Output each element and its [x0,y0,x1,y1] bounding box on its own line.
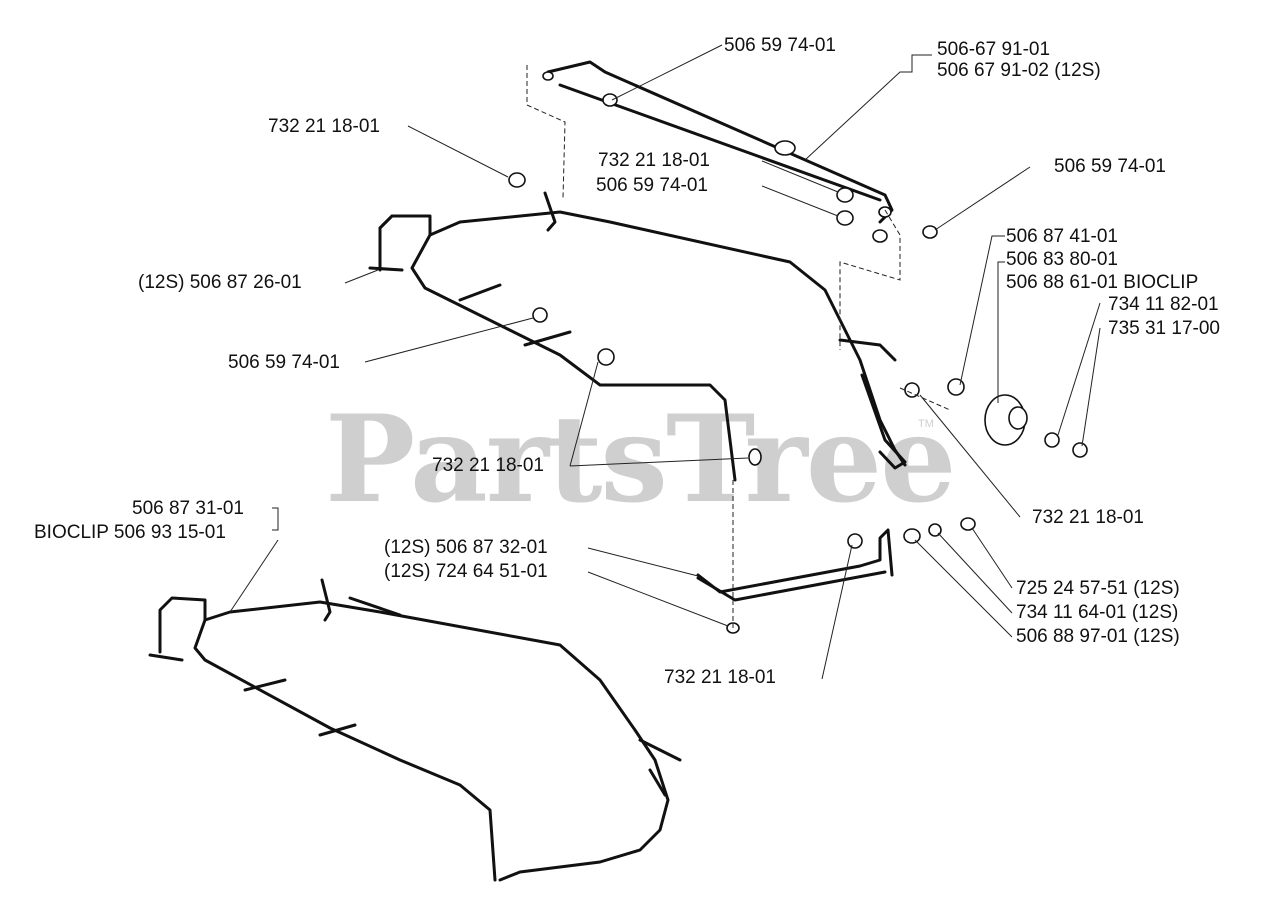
label-screw-12s: (12S) 724 64 51-01 [384,561,548,582]
label-bolt-mid: 506 59 74-01 [596,175,708,196]
label-rail-a: 506-67 91-01 [937,39,1051,60]
label-washer-a: 734 11 82-01 [1108,294,1219,315]
lower-frame [148,578,682,882]
roller-assembly [904,378,1088,458]
leader-lines [229,44,1101,680]
label-top-bolt: 506 59 74-01 [724,35,836,56]
label-nut-bottom: 732 21 18-01 [664,667,776,688]
label-locknut: 735 31 17-00 [1108,318,1220,339]
label-frame-lower: 506 87 31-01 [132,498,244,519]
assembly-lines [526,65,951,628]
label-bolt-right: 506 59 74-01 [1054,156,1166,177]
label-rail-b: 506 67 91-02 (12S) [937,60,1101,81]
label-nut-center: 732 21 18-01 [432,455,544,476]
label-bolt-left: 506 59 74-01 [228,352,340,373]
trademark-mark: TM [918,418,934,430]
label-nut-roller: 732 21 18-01 [1032,507,1144,528]
label-bolt-12s: 725 24 57-51 (12S) [1016,578,1180,599]
label-nut-upper-left: 732 21 18-01 [268,116,380,137]
label-roller-b: 506 83 80-01 [1006,249,1118,270]
label-frame-12s: (12S) 506 87 26-01 [138,272,302,293]
label-washer-12s: 734 11 64-01 (12S) [1016,602,1179,623]
small-hardware [508,93,976,634]
label-roller-bioclip: 506 88 61-01 BIOCLIP [1006,272,1199,293]
label-roller-a: 506 87 41-01 [1006,226,1118,247]
watermark: PartsTree [325,389,956,530]
label-bracket-12s: (12S) 506 87 32-01 [384,537,548,558]
label-spacer-12s: 506 88 97-01 (12S) [1016,626,1180,647]
lower-bracket [696,528,894,602]
label-nut-mid: 732 21 18-01 [598,150,710,171]
upper-frame [368,191,907,482]
label-frame-lower-bioclip: BIOCLIP 506 93 15-01 [34,522,226,543]
